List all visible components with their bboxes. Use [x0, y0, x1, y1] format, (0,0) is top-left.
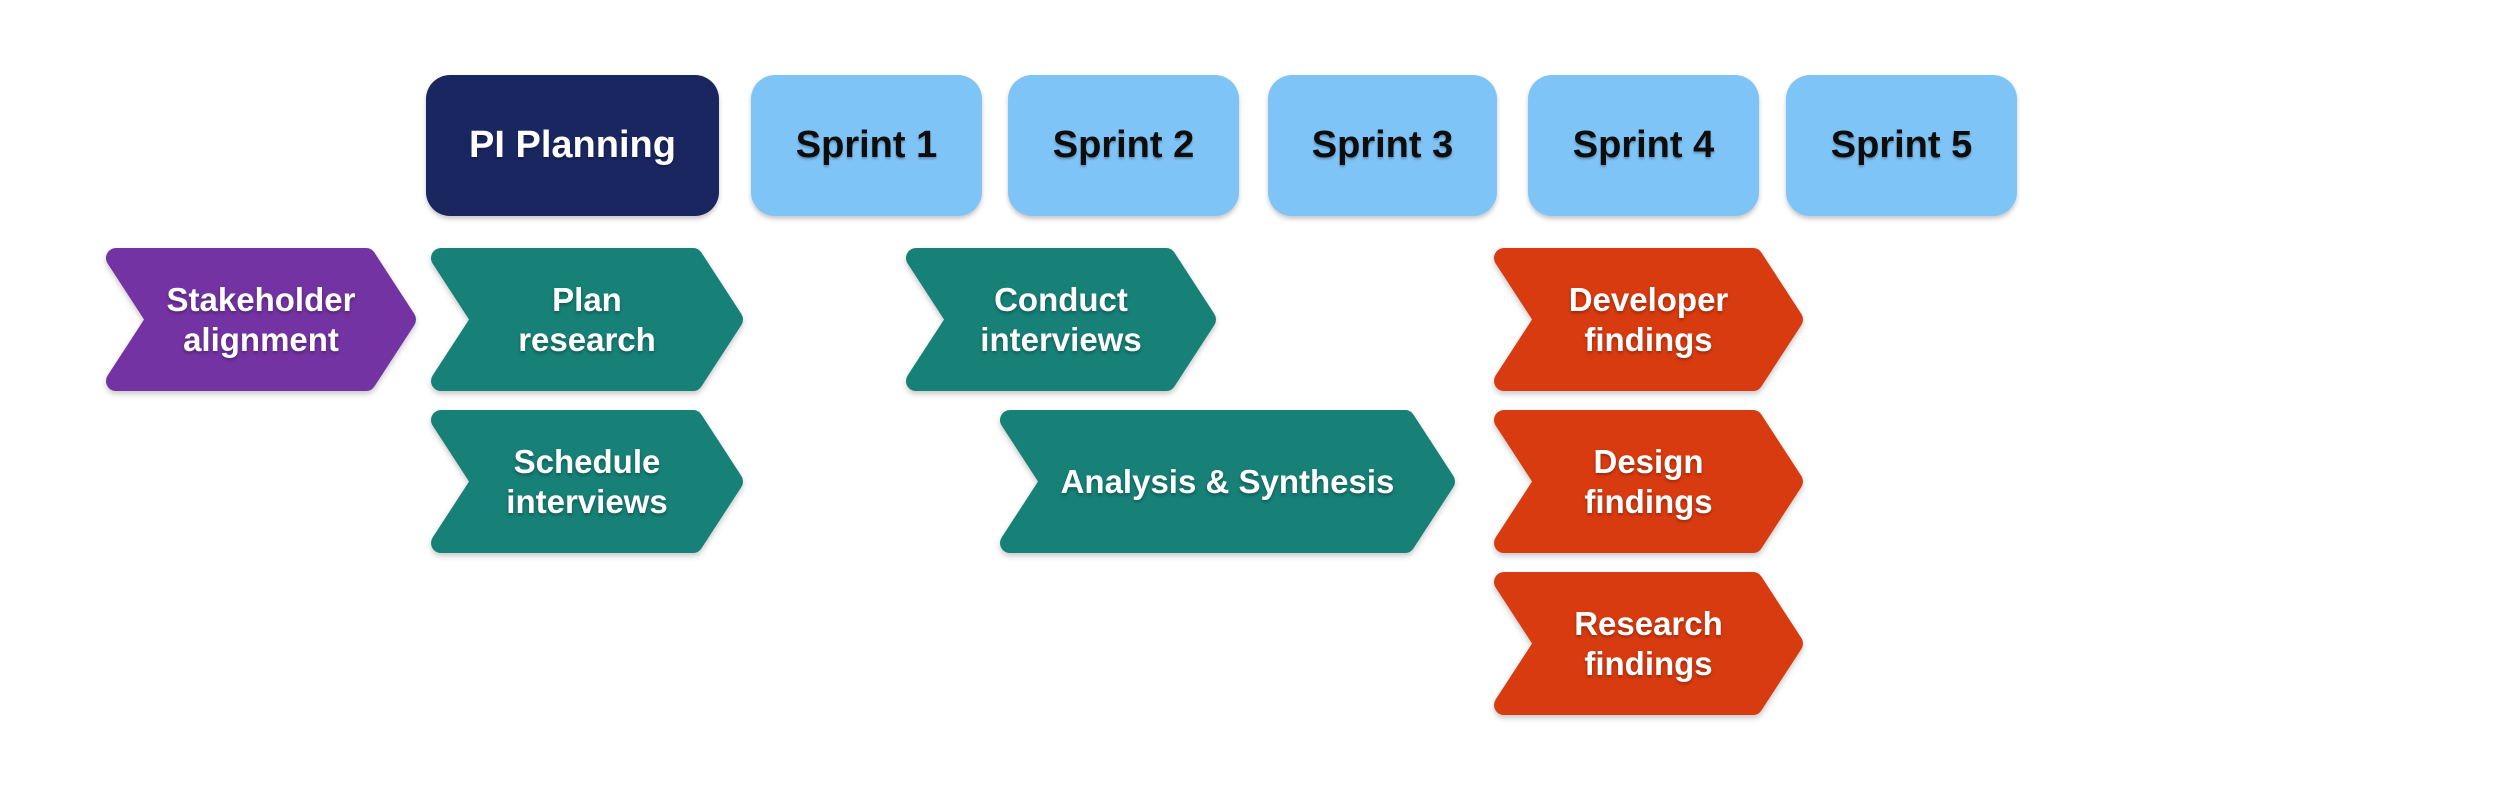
chevron-shape — [431, 410, 743, 553]
task-label-line: Research — [1574, 604, 1723, 642]
task-label-line: Developer — [1568, 280, 1729, 318]
column-header-label: Sprint 3 — [1311, 124, 1454, 166]
chevron-shape — [431, 248, 743, 391]
column-header-label: Sprint 5 — [1830, 124, 1973, 166]
chevron-shape — [906, 248, 1216, 391]
task-label-line: findings — [1584, 482, 1713, 520]
task-label-line: Conduct — [994, 280, 1128, 318]
column-header-label: Sprint 1 — [795, 124, 938, 166]
chevron-shape — [1494, 410, 1803, 553]
chevron-shape — [1000, 410, 1455, 553]
column-header-pi-planning: PI Planning — [426, 75, 719, 216]
task-label-line: Analysis & Synthesis — [1060, 462, 1395, 500]
task-label-line: interviews — [506, 482, 668, 520]
column-header-sprint-5: Sprint 5 — [1786, 75, 2017, 216]
task-label-line: Stakeholder — [166, 280, 356, 318]
chevron-shape — [106, 248, 416, 391]
task-arrow-analysis-synthesis: Analysis & Synthesis — [1000, 410, 1455, 553]
chevron-shape — [1494, 572, 1803, 715]
task-label-line: alignment — [183, 320, 339, 358]
task-label-line: interviews — [980, 320, 1142, 358]
column-header-sprint-4: Sprint 4 — [1528, 75, 1759, 216]
column-header-label: Sprint 4 — [1572, 124, 1715, 166]
task-label-line: Design — [1593, 442, 1704, 480]
task-label-line: findings — [1584, 320, 1713, 358]
chevron-shape — [1494, 248, 1803, 391]
task-label-line: findings — [1584, 644, 1713, 682]
task-label-line: Schedule — [513, 442, 661, 480]
column-header-label: Sprint 2 — [1052, 124, 1195, 166]
task-label-line: Plan — [552, 280, 622, 318]
column-header-sprint-2: Sprint 2 — [1008, 75, 1239, 216]
column-header-sprint-3: Sprint 3 — [1268, 75, 1497, 216]
task-label-line: research — [518, 320, 656, 358]
column-header-sprint-1: Sprint 1 — [751, 75, 982, 216]
task-label: Analysis & Synthesis — [1000, 410, 1455, 553]
column-header-label: PI Planning — [469, 124, 676, 166]
